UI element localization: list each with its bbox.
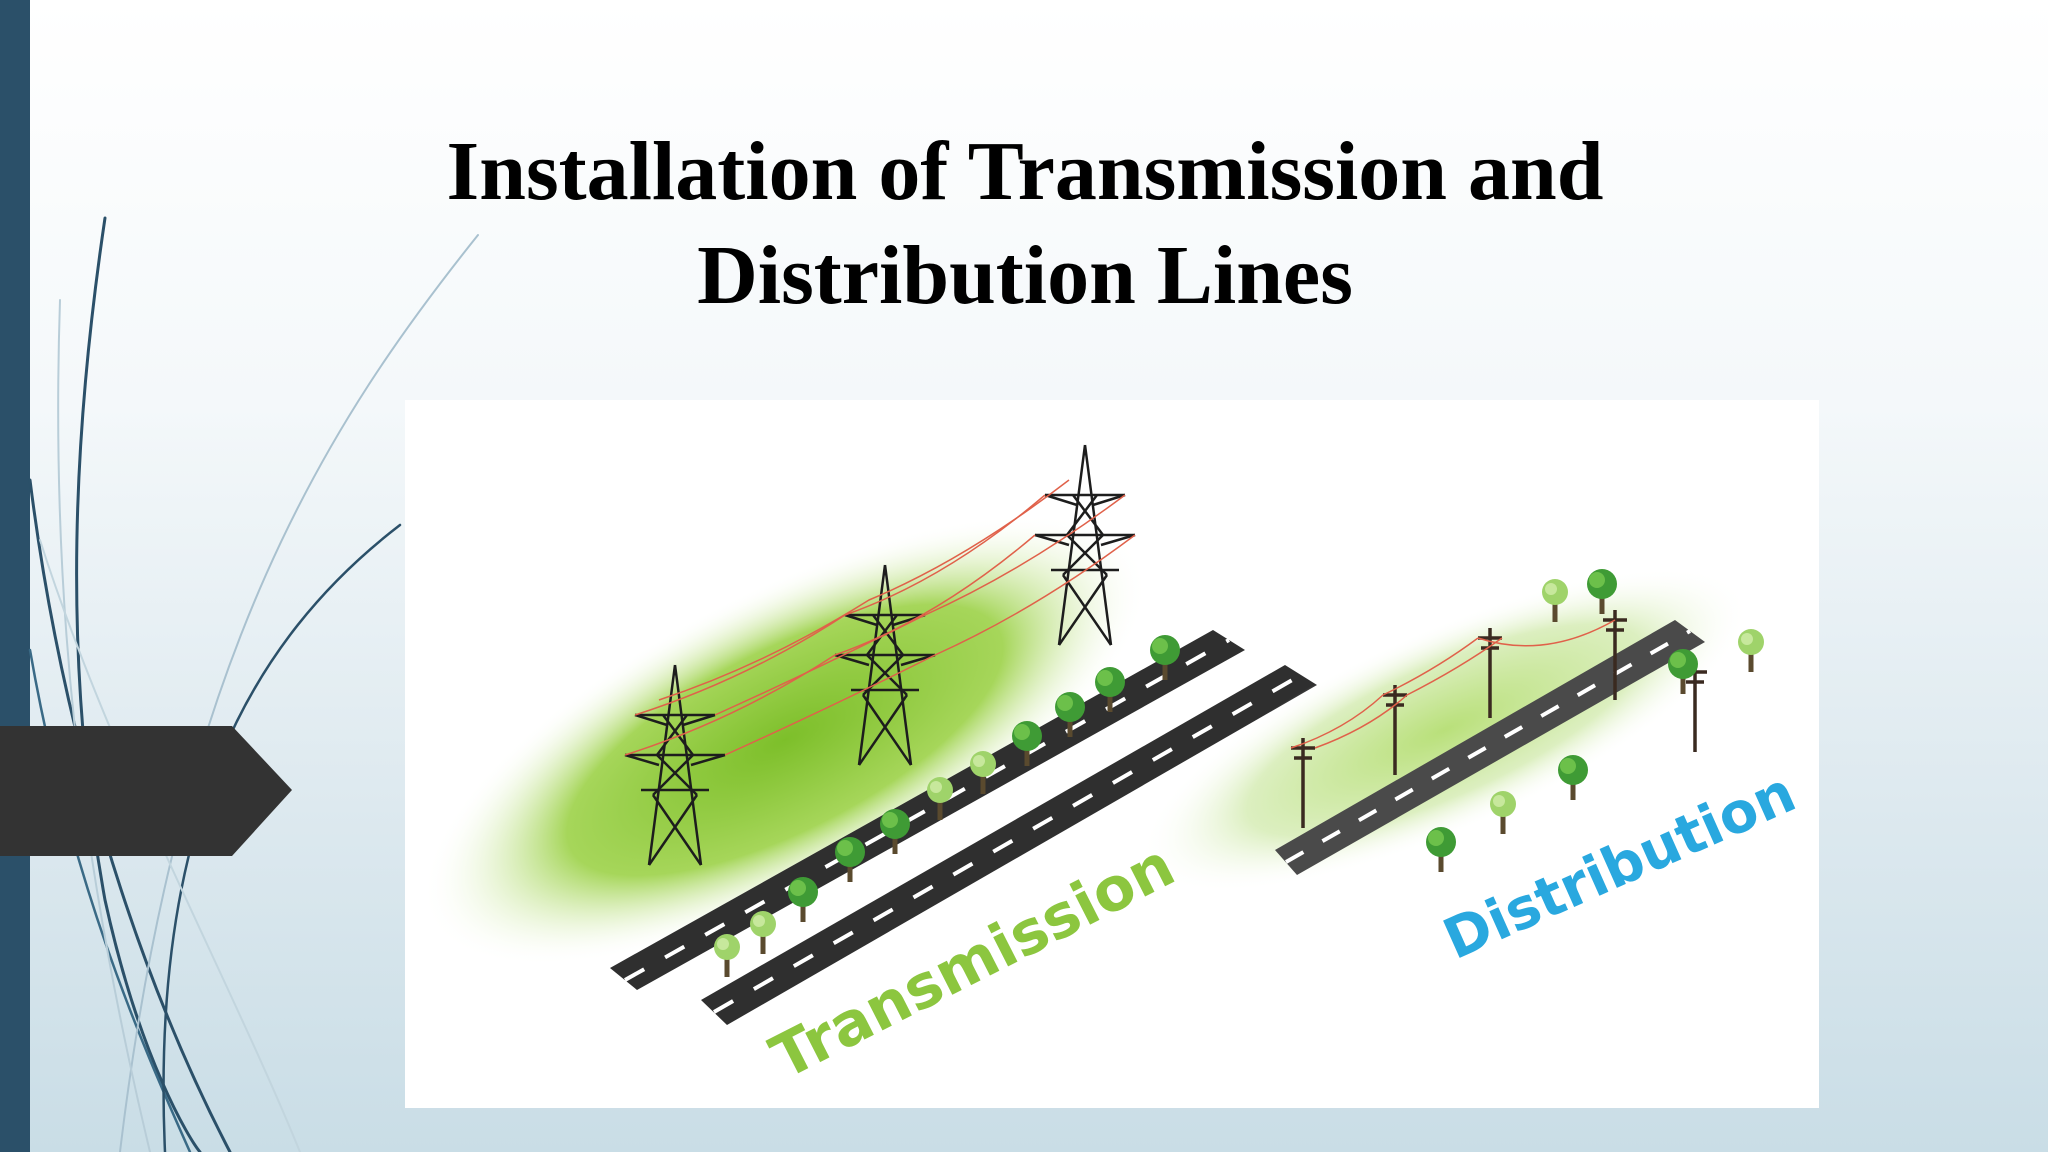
distribution-wires bbox=[1290, 619, 1616, 749]
distribution-road bbox=[1275, 620, 1705, 875]
pointer-shape bbox=[0, 726, 292, 856]
left-accent-bar bbox=[0, 0, 30, 1152]
slide-title-line-1: Installation of Transmission and bbox=[446, 125, 1604, 218]
transmission-grass bbox=[422, 514, 1148, 966]
distribution-grass bbox=[1140, 567, 1750, 893]
transmission-wires bbox=[624, 479, 1136, 756]
transmission-distribution-illustration: Transmission Distribution bbox=[405, 400, 1819, 1108]
transmission-road-1 bbox=[610, 630, 1245, 990]
slide-title: Installation of Transmission and Distrib… bbox=[330, 120, 1720, 328]
slide-title-line-2: Distribution Lines bbox=[697, 229, 1353, 322]
illustration-svg: Transmission Distribution bbox=[422, 443, 1805, 1093]
